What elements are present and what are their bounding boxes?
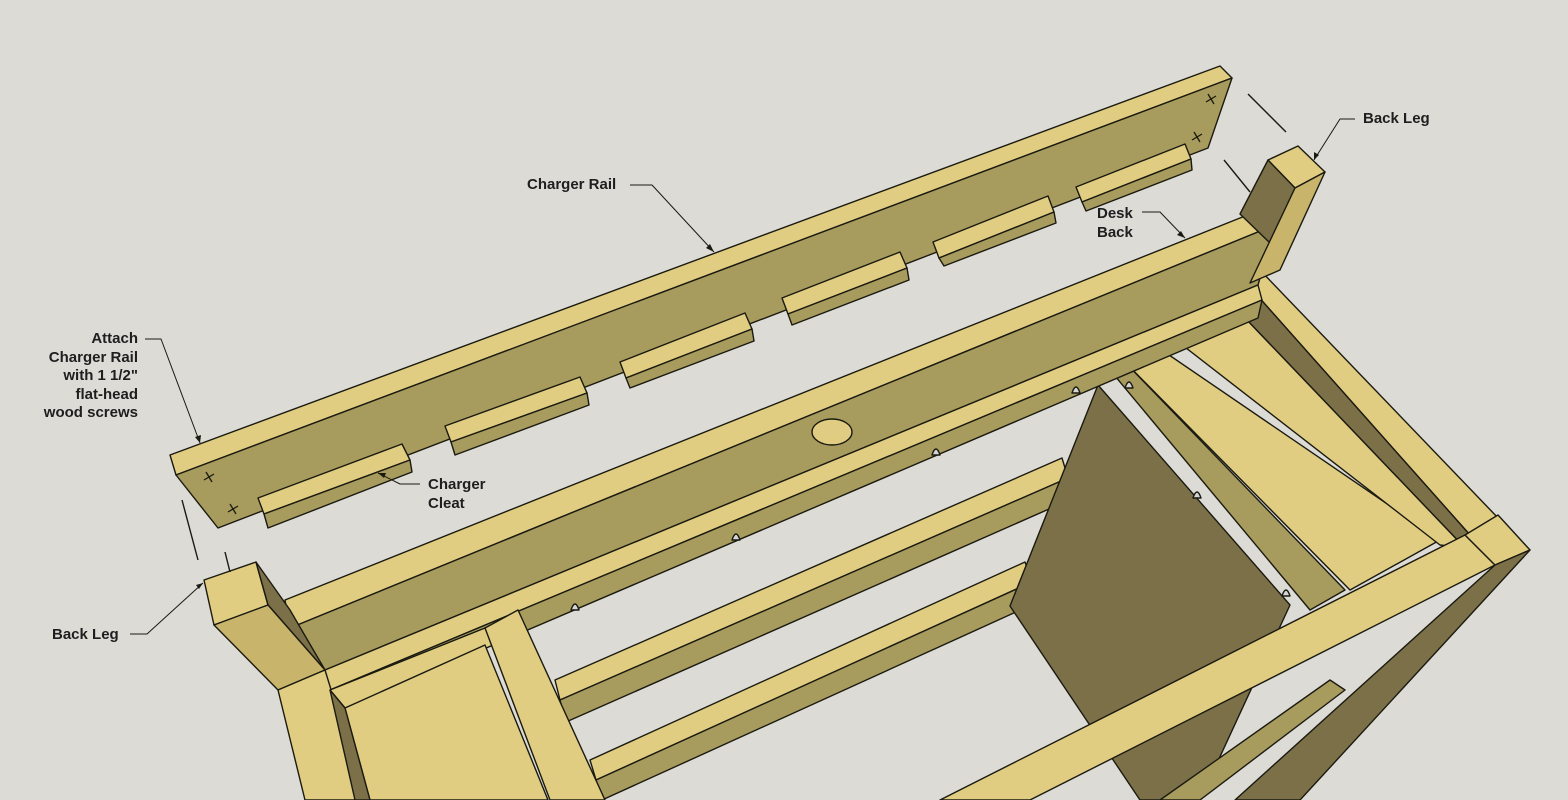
right-end-frame (1109, 267, 1501, 611)
label-charger-rail: Charger Rail (527, 176, 617, 193)
charger-cleat-1 (257, 443, 413, 529)
back-leg-right (1239, 145, 1326, 284)
leader-arrowheads (195, 152, 1319, 589)
pocket-holes (570, 381, 1291, 611)
charger-cleats (257, 143, 1193, 529)
charger-cleat-2 (444, 376, 590, 456)
desk-back (284, 207, 1276, 709)
charger-cleat-3 (619, 312, 755, 389)
label-desk-back: Desk Back (1097, 205, 1133, 241)
charger-cleat-4 (781, 251, 910, 326)
leader-lines (130, 118, 1355, 635)
charger-cleat-5 (932, 195, 1057, 267)
charger-rail (169, 65, 1233, 529)
left-end-frame (329, 609, 606, 800)
front-rail (939, 514, 1531, 800)
charger-cleat-6 (1075, 143, 1193, 212)
label-back-leg-top: Back Leg (1363, 110, 1430, 127)
label-back-leg-bottom: Back Leg (52, 626, 119, 643)
assembly-guides (181, 93, 1287, 573)
label-charger-cleat: Charger Cleat (428, 476, 486, 512)
screw-marks (203, 93, 1217, 515)
label-attach-note: Attach Charger Rail with 1 1/2" flat-hea… (43, 330, 138, 421)
back-leg-left (203, 561, 366, 800)
